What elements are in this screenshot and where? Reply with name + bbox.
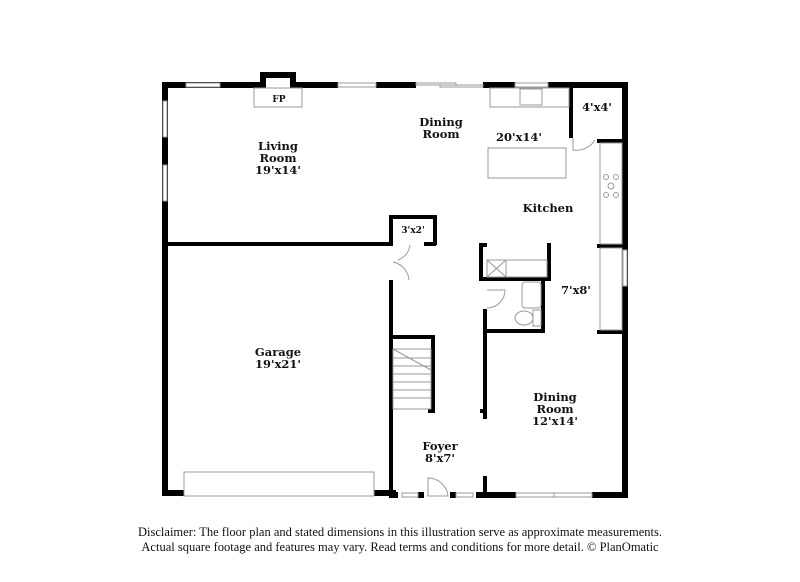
dining-bottom-name-2: Room: [536, 402, 574, 416]
dining-bottom-dims: 12'x14': [532, 414, 578, 428]
disclaimer-line-2: Actual square footage and features may v…: [141, 540, 659, 554]
closet-dims: 3'x2': [401, 226, 425, 236]
garage-dims: 19'x21': [255, 357, 301, 371]
living-room-dims: 19'x14': [255, 163, 301, 177]
dining-bottom-name-1: Dining: [533, 390, 577, 404]
pantry-dims: 4'x4': [582, 100, 612, 114]
living-room-name-1: Living: [258, 139, 298, 153]
room-garage: Garage 19'x21': [255, 346, 301, 370]
dining-top-name-2: Room: [422, 127, 460, 141]
foyer-dims: 8'x7': [425, 451, 455, 465]
bath-dims: 7'x8': [561, 283, 591, 297]
garage-name: Garage: [254, 345, 302, 359]
fireplace-label: FP: [272, 95, 286, 105]
room-foyer: Foyer 8'x7': [422, 440, 457, 464]
room-dining-bottom: Dining Room 12'x14': [532, 391, 578, 427]
wall-east: [622, 82, 628, 496]
dining-top-name-1: Dining: [419, 115, 463, 129]
foyer-name: Foyer: [422, 439, 458, 453]
living-room-name-2: Room: [259, 151, 297, 165]
disclaimer: Disclaimer: The floor plan and stated di…: [0, 525, 800, 555]
kitchen-dims: 20'x14': [496, 130, 542, 144]
room-dining-top: Dining Room: [419, 116, 462, 140]
wall-west: [162, 82, 168, 496]
room-kitchen: Kitchen: [522, 201, 574, 215]
room-living: Living Room 19'x14': [255, 140, 301, 176]
disclaimer-line-1: Disclaimer: The floor plan and stated di…: [138, 525, 662, 539]
kitchen-island: [487, 147, 567, 179]
